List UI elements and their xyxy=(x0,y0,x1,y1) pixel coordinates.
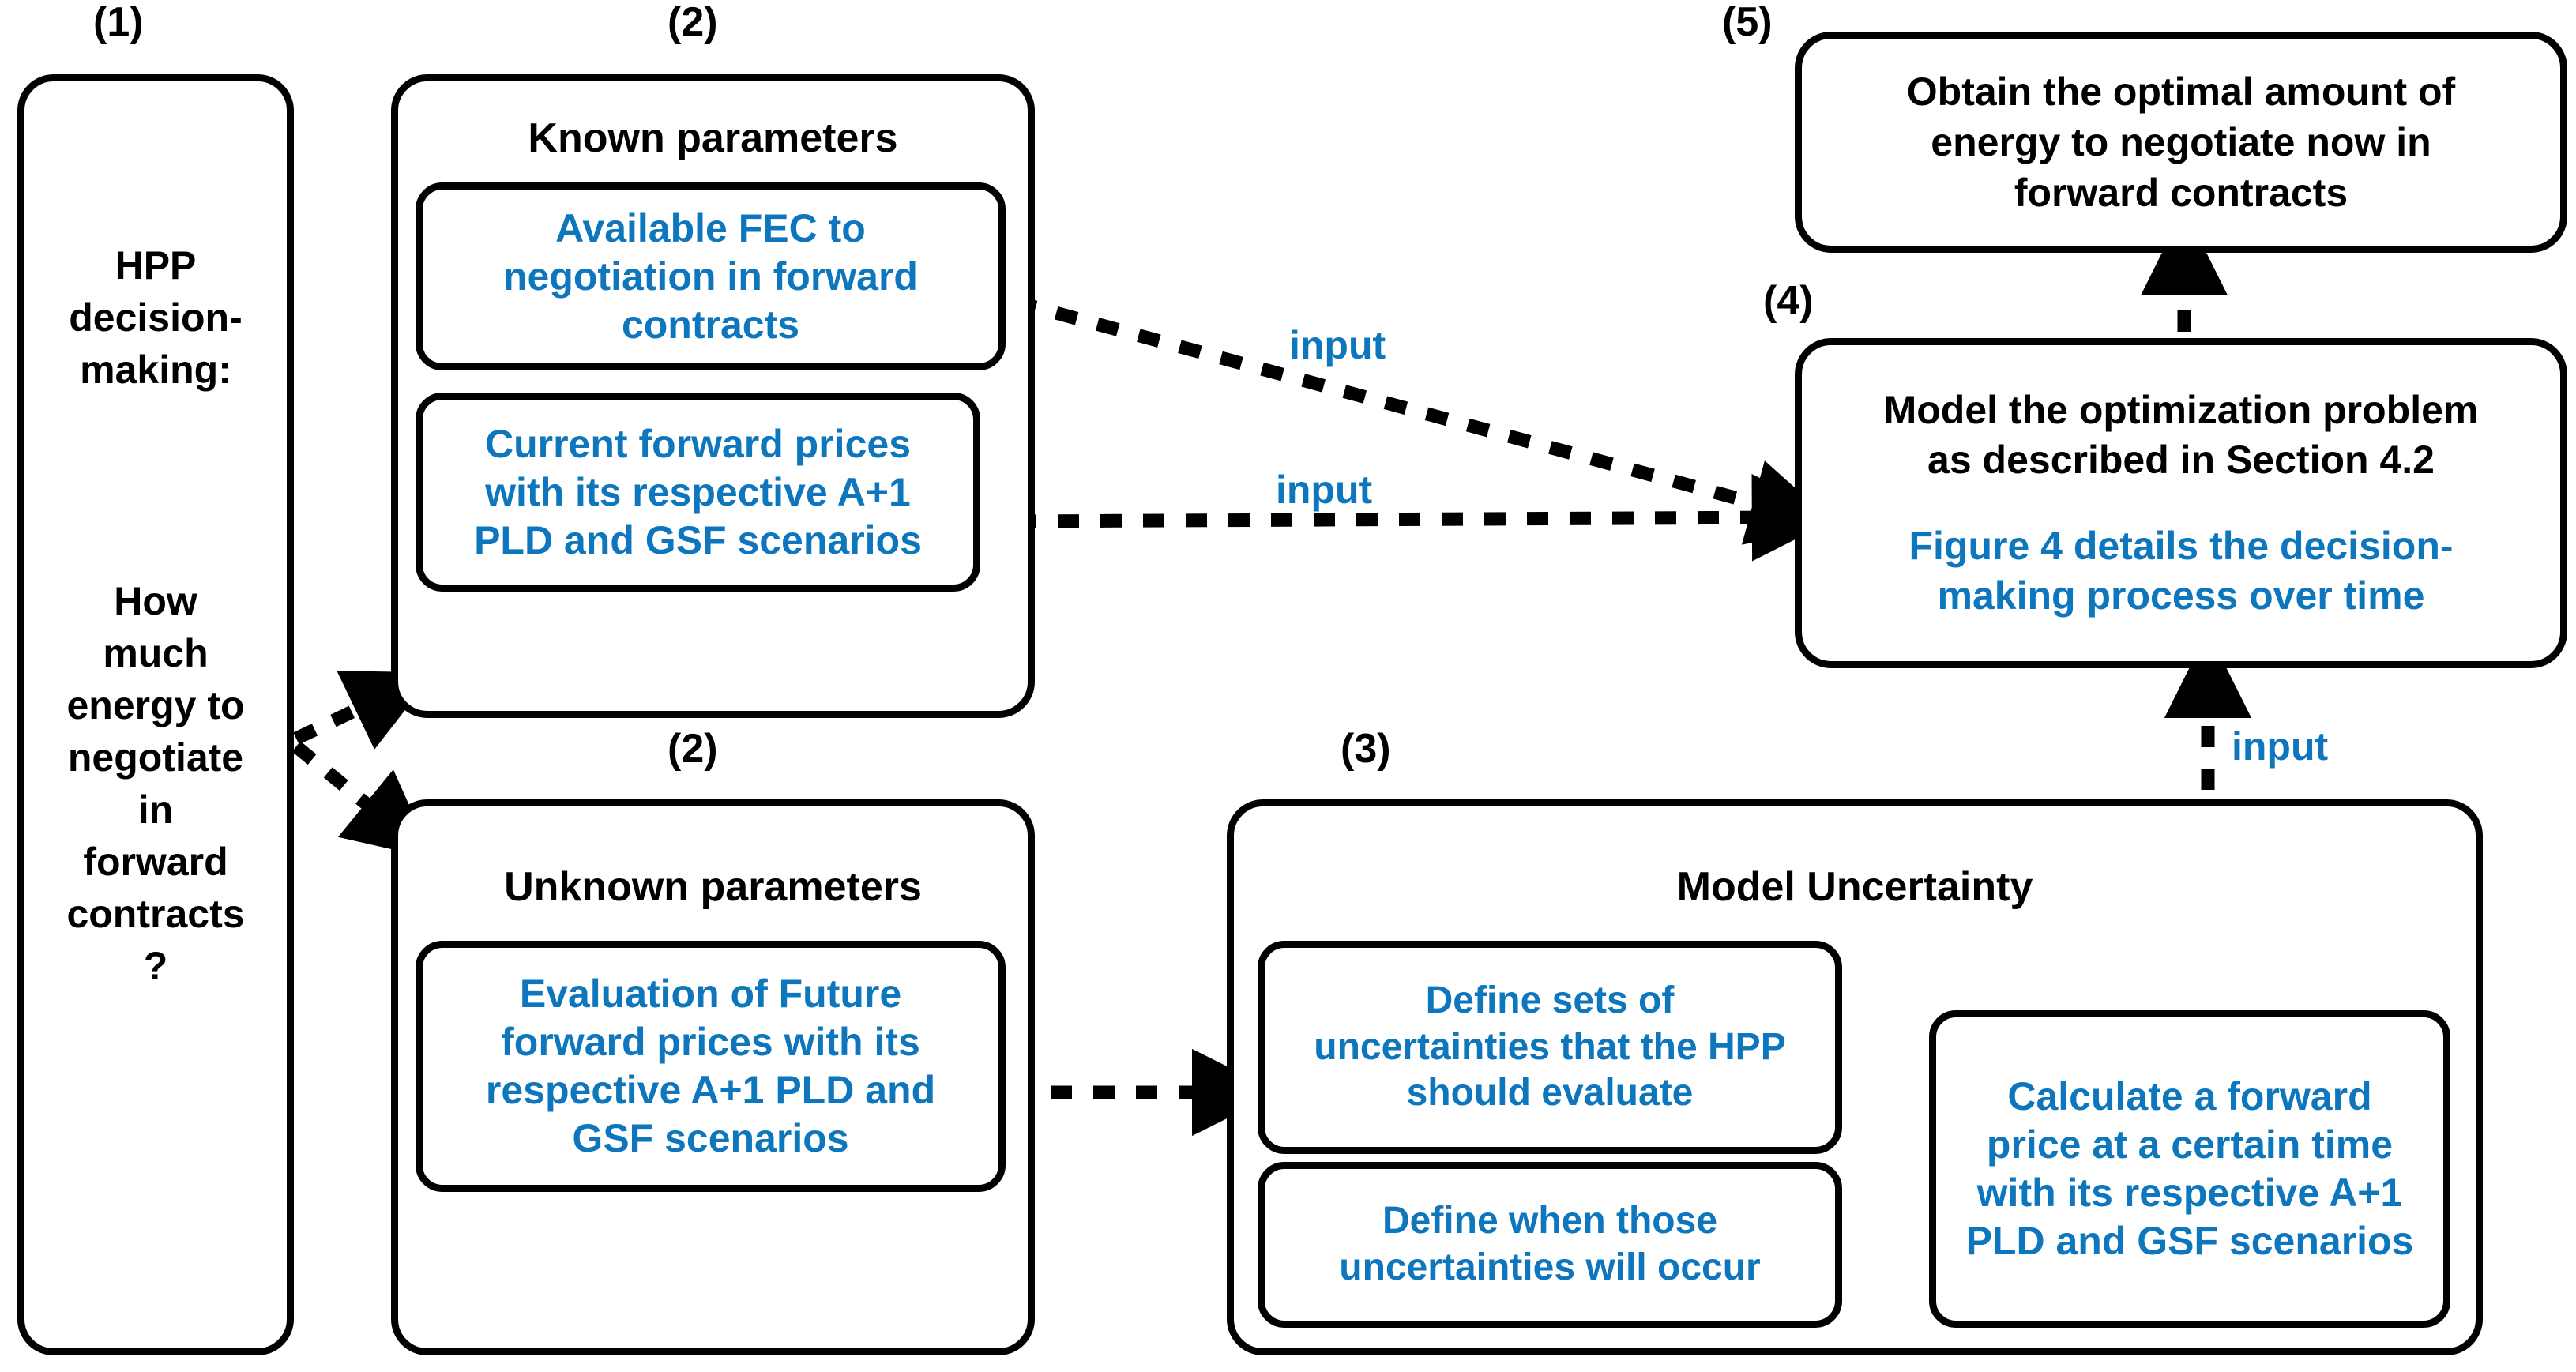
box-obtain-optimal-amount[interactable]: Obtain the optimal amount of energy to n… xyxy=(1795,32,2567,253)
box-hpp-decision-making[interactable]: HPP decision- making: How much energy to… xyxy=(17,74,294,1355)
model-optimization-label: Model the optimization problem as descri… xyxy=(1883,388,2479,482)
group-label-2-unknown: (2) xyxy=(668,726,718,772)
item-evaluation-future-prices-label: Evaluation of Future forward prices with… xyxy=(485,972,936,1160)
obtain-optimal-amount-label: Obtain the optimal amount of energy to n… xyxy=(1906,70,2456,215)
group-label-1: (1) xyxy=(93,0,144,45)
arrow-fec-to-model xyxy=(1013,295,1837,545)
group-label-5: (5) xyxy=(1722,0,1773,45)
box-model-optimization-problem[interactable]: Model the optimization problem as descri… xyxy=(1795,338,2567,668)
hpp-decision-making-label: HPP decision- making: xyxy=(69,243,243,392)
box-known-parameters[interactable]: Known parameters Available FEC to negoti… xyxy=(391,74,1035,718)
item-calculate-forward-price[interactable]: Calculate a forward price at a certain t… xyxy=(1929,1010,2450,1328)
arrow-box1-to-known xyxy=(293,671,434,750)
item-define-sets-uncertainties[interactable]: Define sets of uncertainties that the HP… xyxy=(1258,941,1842,1154)
figure4-reference-label: Figure 4 details the decision- making pr… xyxy=(1908,524,2454,618)
item-define-sets-uncertainties-label: Define sets of uncertainties that the HP… xyxy=(1314,979,1786,1115)
edge-label-input-top: input xyxy=(1289,323,1386,367)
hpp-question-label: How much energy to negotiate in forward … xyxy=(66,579,245,988)
unknown-parameters-header: Unknown parameters xyxy=(504,864,922,910)
item-calculate-forward-price-label: Calculate a forward price at a certain t… xyxy=(1965,1074,2414,1263)
arrow-box1-to-unknown xyxy=(291,741,434,859)
arrow-prices-to-model xyxy=(1014,473,1840,562)
item-evaluation-future-prices[interactable]: Evaluation of Future forward prices with… xyxy=(416,941,1006,1192)
item-define-when-uncertainties[interactable]: Define when those uncertainties will occ… xyxy=(1258,1162,1842,1328)
edge-label-input-vertical: input xyxy=(2232,724,2329,769)
known-parameters-header: Known parameters xyxy=(528,115,898,161)
item-current-forward-prices[interactable]: Current forward prices with its respecti… xyxy=(416,393,980,592)
group-label-2-known: (2) xyxy=(668,0,718,45)
item-available-fec[interactable]: Available FEC to negotiation in forward … xyxy=(416,182,1006,370)
box-model-uncertainty[interactable]: Model Uncertainty Define sets of uncerta… xyxy=(1227,799,2483,1355)
group-label-4: (4) xyxy=(1763,278,1814,324)
edge-label-input-mid: input xyxy=(1276,468,1373,512)
box-unknown-parameters[interactable]: Unknown parameters Evaluation of Future … xyxy=(391,799,1035,1355)
group-label-3: (3) xyxy=(1341,726,1391,772)
item-define-when-uncertainties-label: Define when those uncertainties will occ… xyxy=(1339,1200,1761,1288)
item-available-fec-label: Available FEC to negotiation in forward … xyxy=(503,205,918,347)
model-uncertainty-header: Model Uncertainty xyxy=(1676,864,2033,910)
item-current-forward-prices-label: Current forward prices with its respecti… xyxy=(474,421,922,562)
